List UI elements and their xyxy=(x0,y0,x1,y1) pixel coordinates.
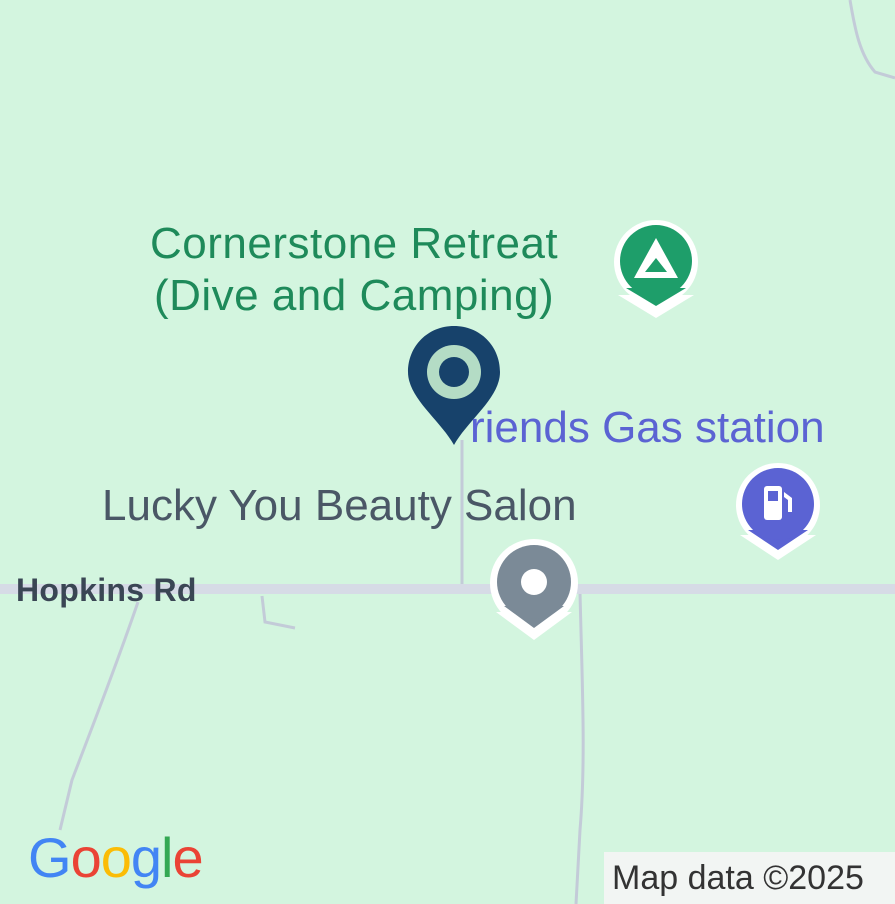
google-logo-letter: o xyxy=(70,826,102,889)
minor-road xyxy=(260,595,296,630)
poi-label-campground-line1: Cornerstone Retreat xyxy=(150,219,559,268)
poi-label-gas-station[interactable]: riends Gas station xyxy=(470,403,825,452)
gas-station-icon xyxy=(764,486,792,520)
minor-road xyxy=(848,0,895,80)
poi-campground-marker[interactable] xyxy=(614,220,698,318)
location-pin-marker[interactable] xyxy=(408,326,500,445)
google-logo-letter: g xyxy=(130,826,162,889)
generic-poi-icon xyxy=(521,569,547,595)
google-logo-letter: e xyxy=(172,826,203,889)
poi-label-campground-line2: (Dive and Camping) xyxy=(153,271,555,320)
google-logo-letter: o xyxy=(100,826,132,889)
poi-label-salon[interactable]: Lucky You Beauty Salon xyxy=(102,481,577,530)
map-attribution: Map data ©2025 xyxy=(604,852,895,904)
minor-road xyxy=(58,601,140,831)
google-logo-letter: l xyxy=(161,826,173,889)
poi-salon-marker[interactable] xyxy=(490,539,578,640)
road-hopkins-rd[interactable] xyxy=(0,584,895,594)
minor-road xyxy=(574,591,585,904)
poi-gas-station-marker[interactable] xyxy=(736,463,820,560)
google-logo[interactable]: Google xyxy=(28,826,204,890)
campground-icon xyxy=(634,238,678,278)
poi-label-campground[interactable]: Cornerstone Retreat (Dive and Camping) xyxy=(150,218,558,322)
road-label: Hopkins Rd xyxy=(16,572,197,608)
google-logo-letter: G xyxy=(28,826,72,889)
